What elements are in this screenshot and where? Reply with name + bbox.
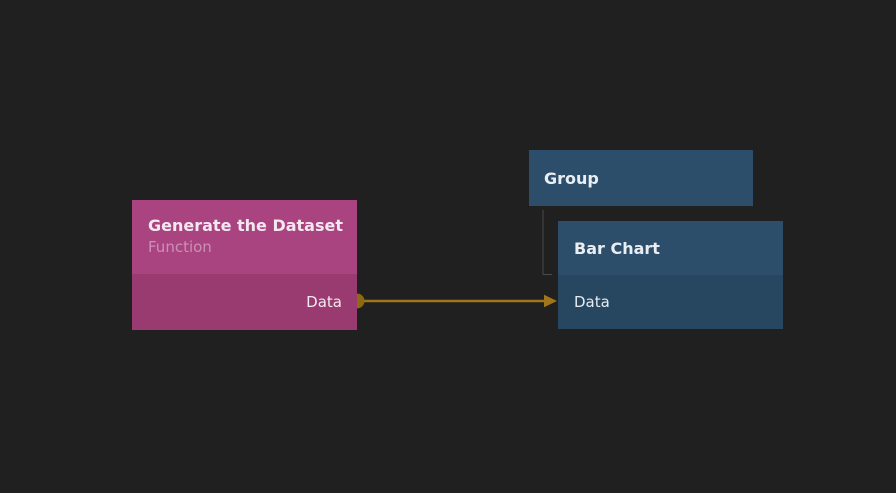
group-child-connector-line — [542, 210, 552, 275]
node-generate-dataset-header[interactable]: Generate the Dataset Function — [132, 200, 357, 274]
node-group[interactable]: Group — [529, 150, 753, 206]
input-port-data[interactable]: Data — [574, 293, 610, 311]
output-port-data[interactable]: Data — [306, 293, 342, 311]
node-subtitle: Function — [148, 238, 212, 256]
node-title: Bar Chart — [574, 238, 660, 258]
wire-arrowhead-icon — [544, 294, 557, 308]
node-title: Group — [544, 168, 599, 188]
node-generate-dataset-body: Data — [132, 274, 357, 330]
node-bar-chart-header[interactable]: Bar Chart — [558, 221, 783, 275]
node-generate-dataset[interactable]: Generate the Dataset Function Data — [132, 200, 357, 330]
node-title: Generate the Dataset — [148, 216, 343, 235]
node-bar-chart[interactable]: Bar Chart Data — [558, 221, 783, 329]
node-bar-chart-body: Data — [558, 275, 783, 329]
